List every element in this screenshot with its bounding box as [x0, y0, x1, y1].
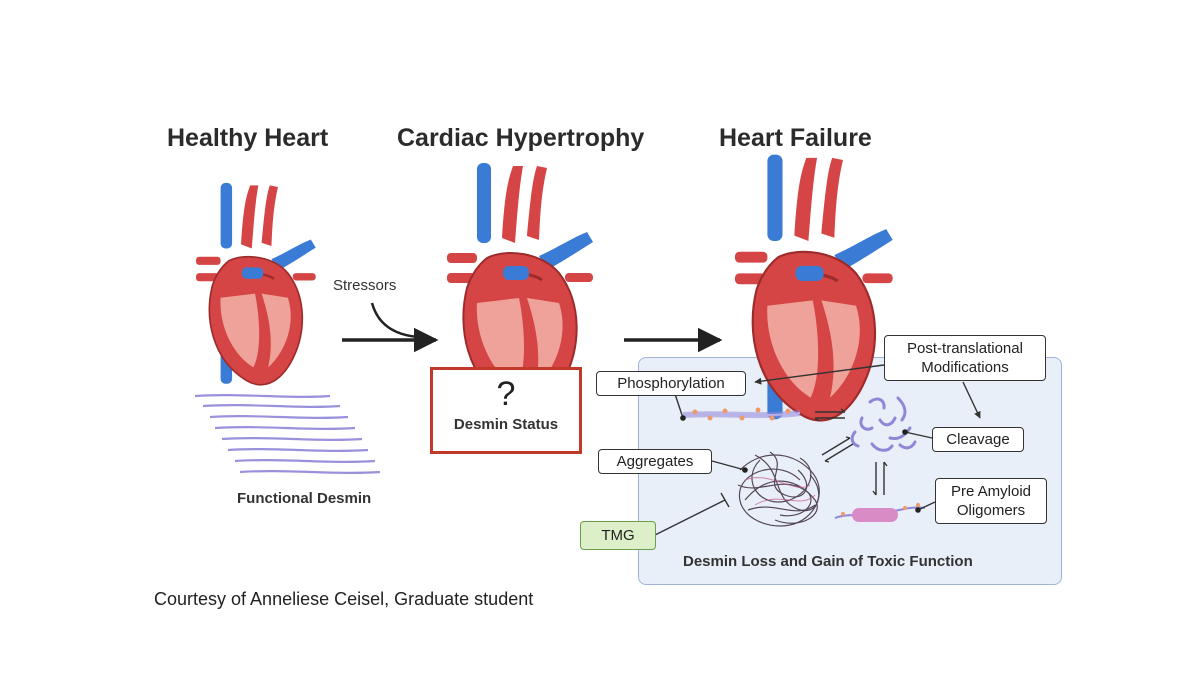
phosphorylation-pointer — [674, 393, 684, 419]
ptm-to-cleavage-line — [962, 381, 981, 419]
aggregate-tangle — [737, 451, 820, 527]
ptm-to-phosphorylation-line — [754, 364, 885, 385]
failure-heart-illustration — [733, 152, 895, 423]
pre-amyloid-line1: Pre Amyloid — [950, 483, 1032, 500]
desmin-status-box: ? Desmin Status — [430, 367, 582, 454]
cleavage-pointer — [904, 431, 933, 439]
equilibrium-arrows — [814, 408, 888, 496]
healthy-heart-illustration — [194, 181, 317, 386]
phosphorylation-label: Phosphorylation — [596, 371, 746, 396]
tmg-inhibition-line — [654, 499, 726, 536]
cleaved-fragments — [850, 396, 917, 452]
aggregates-label: Aggregates — [598, 449, 712, 474]
tmg-label: TMG — [580, 521, 656, 550]
ptm-label-box: Post-translational Modifications — [884, 335, 1046, 381]
functional-desmin-filaments — [194, 394, 381, 474]
tmg-inhibition-bar — [720, 492, 730, 508]
desmin-status-symbol: ? — [496, 375, 516, 413]
pre-amyloid-oligomer — [834, 503, 926, 522]
amyloid-pointer — [917, 501, 936, 511]
desmin-status-label: Desmin Status — [453, 416, 559, 433]
stage-title-healthy: Healthy Heart — [167, 124, 329, 152]
courtesy-credit: Courtesy of Anneliese Ceisel, Graduate s… — [154, 589, 534, 609]
aggregates-pointer — [711, 460, 746, 471]
stressors-label: Stressors — [333, 277, 397, 294]
ptm-label-line1: Post-translational — [907, 340, 1023, 357]
pre-amyloid-line2: Oligomers — [956, 502, 1026, 519]
stage-title-hypertrophy: Cardiac Hypertrophy — [397, 124, 645, 152]
stage-title-failure: Heart Failure — [719, 124, 872, 152]
cleavage-label: Cleavage — [932, 427, 1024, 452]
panel-caption: Desmin Loss and Gain of Toxic Function — [683, 553, 973, 570]
ptm-label-line2: Modifications — [921, 359, 1009, 376]
stressors-curve — [370, 302, 419, 339]
phosphorylated-filament — [682, 407, 801, 421]
pre-amyloid-label-box: Pre Amyloid Oligomers — [935, 478, 1047, 524]
functional-desmin-label: Functional Desmin — [237, 490, 372, 507]
